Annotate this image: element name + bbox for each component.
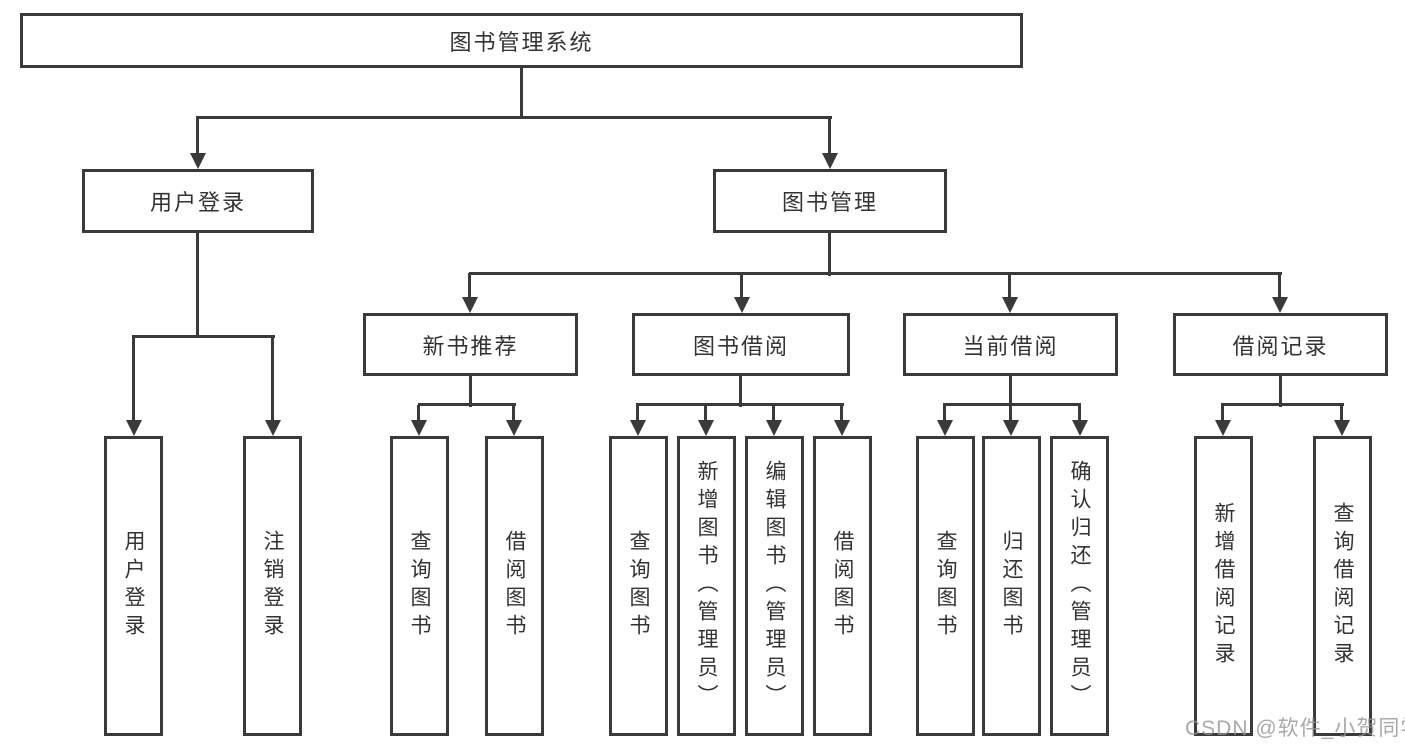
node-current-borrow: 当前借阅 — [903, 313, 1118, 376]
leaf-newbook-borrow-book: 借阅图书 — [485, 436, 544, 736]
connector-group3-stem — [1009, 376, 1012, 407]
node-user-login-label: 用户登录 — [149, 190, 246, 215]
arrow-to-current-borrow — [1008, 273, 1011, 297]
arrow-to-leaf-user-login — [132, 336, 135, 420]
connector-group3-hline — [943, 403, 1081, 406]
leaf-newbook-borrow-book-label: 借阅图书 — [503, 530, 526, 642]
leaf-records-add-record: 新增借阅记录 — [1194, 436, 1253, 736]
node-root: 图书管理系统 — [20, 13, 1023, 68]
node-book-management-label: 图书管理 — [781, 190, 878, 215]
leaf-borrow-add-book-admin: 新增图书（管理员） — [677, 436, 736, 736]
connector-user-login-hline — [132, 335, 275, 338]
leaf-current-confirm-return-admin-label: 确认归还（管理员） — [1068, 460, 1091, 712]
node-book-management: 图书管理 — [713, 169, 947, 233]
connector-user-login-stem — [196, 233, 199, 337]
connector-group4-stem — [1279, 376, 1282, 407]
leaf-current-query-book-label: 查询图书 — [934, 530, 957, 642]
connector-group1-hline — [418, 403, 516, 406]
connector-book-management-stem — [828, 233, 831, 276]
arrow-group2-child4 — [840, 405, 843, 420]
arrow-group3-child3 — [1078, 405, 1081, 420]
node-new-book-recommend-label: 新书推荐 — [422, 333, 519, 359]
arrow-group2-child2 — [704, 405, 707, 420]
arrow-group4-child1 — [1221, 405, 1224, 420]
leaf-current-return-book-label: 归还图书 — [1000, 530, 1023, 642]
connector-group4-hline — [1221, 403, 1344, 406]
arrow-to-book-borrow — [740, 273, 743, 297]
node-borrow-records: 借阅记录 — [1173, 313, 1388, 376]
node-current-borrow-label: 当前借阅 — [962, 333, 1059, 359]
leaf-newbook-query-book-label: 查询图书 — [408, 530, 431, 642]
leaf-borrow-add-book-admin-label: 新增图书（管理员） — [695, 460, 718, 712]
csdn-watermark: CSDN @软件_小贺同学 — [1185, 717, 1405, 740]
connector-root-stem — [520, 68, 523, 119]
node-book-borrow: 图书借阅 — [632, 313, 850, 376]
connector-group2-stem — [739, 376, 742, 407]
leaf-records-query-record-label: 查询借阅记录 — [1331, 502, 1354, 670]
leaf-logout-label: 注销登录 — [261, 530, 284, 642]
leaf-current-query-book: 查询图书 — [916, 436, 975, 736]
arrow-to-new-book-recommend — [468, 273, 471, 297]
leaf-borrow-edit-book-admin-label: 编辑图书（管理员） — [763, 460, 786, 712]
arrow-group2-child1 — [636, 405, 639, 420]
connector-group1-stem — [469, 376, 472, 407]
arrow-group4-child2 — [1340, 405, 1343, 420]
connector-book-management-hline — [469, 272, 1282, 275]
arrow-to-leaf-logout — [271, 336, 274, 420]
leaf-records-add-record-label: 新增借阅记录 — [1212, 502, 1235, 670]
arrow-group1-child1 — [417, 405, 420, 420]
leaf-logout: 注销登录 — [243, 436, 302, 736]
arrow-to-borrow-records — [1278, 273, 1281, 297]
leaf-borrow-edit-book-admin: 编辑图书（管理员） — [745, 436, 804, 736]
arrow-group2-child3 — [772, 405, 775, 420]
connector-root-hline — [196, 116, 832, 119]
node-book-borrow-label: 图书借阅 — [692, 333, 789, 359]
node-root-label: 图书管理系统 — [449, 29, 594, 55]
connector-group2-hline — [636, 403, 844, 406]
leaf-user-login-label: 用户登录 — [122, 530, 145, 642]
leaf-borrow-query-book: 查询图书 — [609, 436, 668, 736]
node-borrow-records-label: 借阅记录 — [1232, 333, 1329, 359]
arrow-group3-child2 — [1009, 405, 1012, 420]
leaf-borrow-borrow-book-label: 借阅图书 — [831, 530, 854, 642]
arrow-group3-child1 — [943, 405, 946, 420]
node-user-login: 用户登录 — [82, 169, 314, 233]
leaf-newbook-query-book: 查询图书 — [390, 436, 449, 736]
node-new-book-recommend: 新书推荐 — [363, 313, 578, 376]
leaf-borrow-query-book-label: 查询图书 — [627, 530, 650, 642]
arrow-group1-child2 — [512, 405, 515, 420]
arrow-to-user-login — [196, 117, 199, 153]
leaf-current-confirm-return-admin: 确认归还（管理员） — [1050, 436, 1109, 736]
leaf-user-login: 用户登录 — [104, 436, 163, 736]
leaf-borrow-borrow-book: 借阅图书 — [813, 436, 872, 736]
leaf-records-query-record: 查询借阅记录 — [1313, 436, 1372, 736]
leaf-current-return-book: 归还图书 — [982, 436, 1041, 736]
arrow-to-book-management — [828, 117, 831, 153]
